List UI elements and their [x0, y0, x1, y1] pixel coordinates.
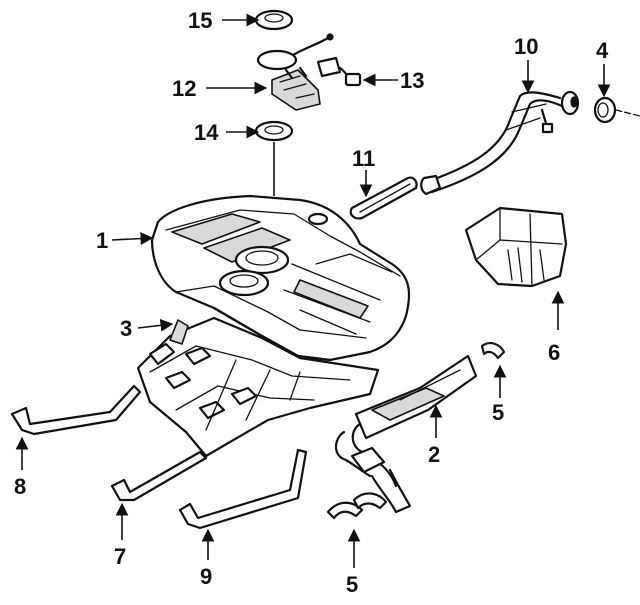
callout-13: 13	[400, 68, 424, 93]
part-filler-hose	[349, 176, 418, 220]
callout-6: 6	[548, 340, 560, 365]
callout-numbers: 15 12 13 14 1 3 10 4 11 6 5 2 5 8 7 9	[14, 8, 609, 597]
part-fuel-pump-sender	[256, 33, 334, 111]
callout-10: 10	[514, 34, 538, 59]
part-heat-shield	[136, 316, 380, 458]
callout-15: 15	[188, 8, 212, 33]
part-sensor-connector	[316, 56, 362, 87]
part-shield-panel	[464, 206, 568, 288]
callout-7: 7	[114, 544, 126, 569]
callout-5-upper: 5	[492, 400, 504, 425]
callout-4: 4	[596, 38, 609, 63]
callout-8: 8	[14, 474, 26, 499]
callout-3: 3	[120, 316, 132, 341]
part-lock-ring-top	[254, 9, 294, 31]
part-strap-bracket-upper	[480, 342, 506, 360]
callout-5-lower: 5	[346, 572, 358, 597]
callout-14: 14	[194, 120, 219, 145]
part-tank-strap-right	[178, 448, 308, 530]
part-tank-strap-center	[110, 450, 208, 502]
part-tank-strap-left	[10, 384, 142, 436]
part-strap-brackets-lower	[326, 492, 388, 520]
callout-9: 9	[200, 564, 212, 589]
callout-11: 11	[352, 146, 375, 171]
part-tank-seal	[254, 120, 294, 142]
callout-12: 12	[172, 76, 196, 101]
callout-1: 1	[96, 228, 108, 253]
part-filler-neck	[420, 90, 580, 196]
part-fuel-tank	[150, 194, 411, 362]
callout-2: 2	[428, 442, 440, 467]
part-pipe-cover	[334, 354, 478, 514]
leader-lines	[15, 13, 611, 568]
part-filler-cap	[593, 96, 640, 124]
